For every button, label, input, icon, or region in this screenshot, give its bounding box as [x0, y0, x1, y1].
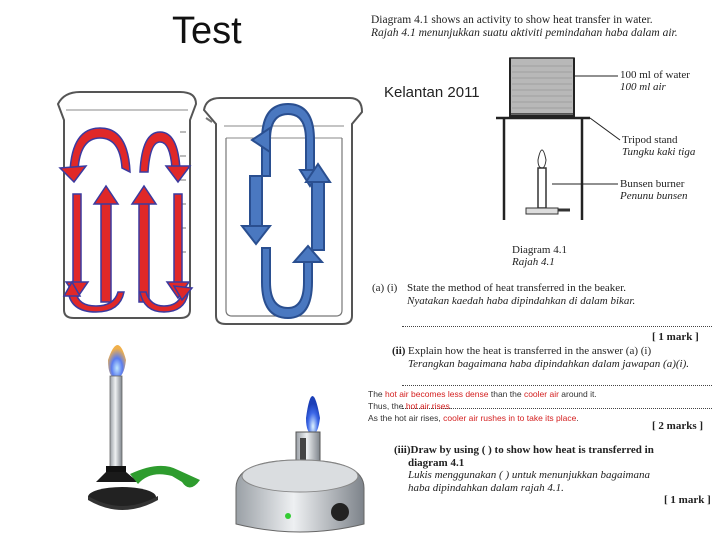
- gas-hose: [130, 465, 200, 488]
- answer-2b: hot air rises: [405, 401, 450, 411]
- source-label: Kelantan 2011: [384, 84, 480, 101]
- answer-2c: .: [449, 401, 453, 411]
- apparatus-diagram: [496, 57, 621, 220]
- bunsen-burner-left: [88, 345, 200, 510]
- red-convection-arrows: [58, 127, 194, 313]
- answer-line-1: The hot air becomes less dense than the …: [368, 388, 597, 400]
- apparatus-burner: [525, 149, 570, 215]
- red-curve-arrow-left: [69, 127, 131, 174]
- answer-line-a-i: [402, 326, 712, 327]
- convection-illustration: [56, 91, 365, 533]
- question-a-iii-line1: (iii)Draw by using ( ) to show how heat …: [394, 444, 654, 456]
- blue-up-arrow-right: [304, 162, 332, 251]
- question-a-ii-number: (ii): [392, 345, 406, 357]
- question-intro-ms: Rajah 4.1 menunjukkan suatu aktiviti pem…: [371, 27, 678, 39]
- question-intro-en: Diagram 4.1 shows an activity to show he…: [371, 14, 653, 26]
- question-a-i-number: (a) (i): [372, 282, 398, 294]
- label-water-ms: 100 ml air: [620, 81, 666, 93]
- question-a-ii-ms: Terangkan bagaimana haba dipindahkan dal…: [408, 357, 689, 370]
- question-a-ii-en: Explain how the heat is transferred in t…: [408, 345, 652, 357]
- answer-1d: cooler air: [523, 389, 559, 399]
- answer-3c: .: [576, 413, 579, 423]
- answer-line-3: As the hot air rises, cooler air rushes …: [368, 412, 597, 424]
- answer-2a: Thus, the: [368, 401, 406, 411]
- label-tripod-ms: Tungku kaki tiga: [622, 146, 696, 158]
- diagram-caption-ms: Rajah 4.1: [512, 256, 555, 268]
- water-beaker: [509, 57, 575, 117]
- answer-line-a-ii-2: [402, 408, 712, 409]
- answer-1e: around it.: [558, 389, 597, 399]
- slide-title: Test: [172, 10, 242, 52]
- question-a-ii: (ii) Explain how the heat is transferred…: [392, 345, 717, 370]
- question-a-i: (a) (i) State the method of heat transfe…: [372, 282, 717, 307]
- red-up-arrow-2: [130, 184, 158, 303]
- question-a-iii: (iii)Draw by using ( ) to show how heat …: [394, 444, 719, 494]
- tripod-stand: [496, 116, 590, 220]
- question-intro: Diagram 4.1 shows an activity to show he…: [371, 14, 678, 40]
- diagram-caption: Diagram 4.1 Rajah 4.1: [512, 244, 567, 268]
- marks-a-iii: [ 1 mark ]: [664, 494, 711, 506]
- question-a-iii-ms2: haba dipindahkan dalam rajah 4.1.: [408, 481, 564, 494]
- label-water-en: 100 ml of water: [620, 69, 690, 81]
- diagram-caption-en: Diagram 4.1: [512, 244, 567, 256]
- question-a-i-en: State the method of heat transferred in …: [407, 282, 626, 294]
- question-a-iii-line2: diagram 4.1: [408, 456, 465, 469]
- answer-1a: The: [368, 389, 386, 399]
- answer-line-2: Thus, the hot air rises.: [368, 400, 597, 412]
- question-a-i-ms: Nyatakan kaedah haba dipindahkan di dala…: [407, 294, 636, 307]
- red-down-arrow-2: [165, 193, 191, 300]
- answer-1c: than the: [488, 389, 524, 399]
- answer-3a: As the hot air rises,: [368, 413, 444, 423]
- answer-line-a-ii-1: [402, 385, 712, 386]
- answer-text: The hot air becomes less dense than the …: [368, 388, 597, 424]
- label-tripod-en: Tripod stand: [622, 134, 678, 146]
- label-water: 100 ml of water 100 ml air: [620, 69, 690, 93]
- answer-3b: cooler air rushes in to take its place: [443, 413, 577, 423]
- beaker-left: [56, 91, 198, 319]
- question-a-iii-ms1: Lukis menggunakan ( ) untuk menunjukkan …: [408, 469, 650, 481]
- bunsen-burner-right: [235, 396, 365, 533]
- label-burner-en: Bunsen burner: [620, 178, 685, 190]
- answer-1b: hot air becomes less dense: [385, 389, 489, 399]
- label-burner: Bunsen burner Penunu bunsen: [620, 178, 688, 202]
- marks-a-ii: [ 2 marks ]: [652, 420, 704, 432]
- blue-convection-arrows: [239, 102, 332, 320]
- marks-a-i: [ 1 mark ]: [652, 331, 699, 343]
- label-tripod: Tripod stand Tungku kaki tiga: [622, 134, 695, 158]
- red-up-arrow-1: [92, 184, 120, 303]
- label-burner-ms: Penunu bunsen: [620, 190, 688, 202]
- red-down-arrow-1: [64, 193, 90, 300]
- blue-down-arrow-left: [239, 175, 273, 246]
- beaker-right: [202, 97, 364, 325]
